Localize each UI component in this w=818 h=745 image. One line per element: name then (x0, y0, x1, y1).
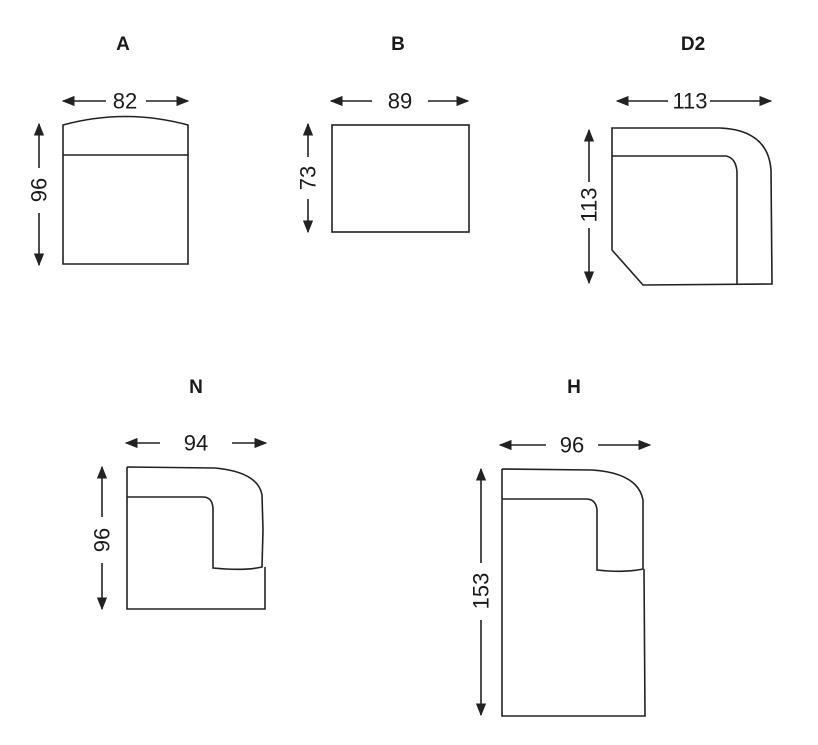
module-n-outline (126, 466, 266, 610)
module-h-title: H (567, 377, 581, 398)
module-b-outline (331, 124, 470, 233)
module-d2: D2 113 113 (577, 34, 773, 286)
module-a-depth: 96 (27, 178, 52, 202)
module-b-title: B (391, 34, 405, 55)
module-h-width: 96 (560, 433, 584, 458)
module-d2-depth: 113 (577, 187, 602, 222)
module-n: N 94 96 (90, 377, 268, 611)
module-a-title: A (116, 34, 130, 55)
module-b-width: 89 (388, 89, 412, 114)
module-a-outline (62, 115, 189, 265)
module-h-depth: 153 (469, 573, 494, 610)
module-n-width: 94 (184, 431, 208, 456)
module-b-depth: 73 (296, 166, 321, 190)
module-n-depth: 96 (90, 528, 115, 552)
module-a: A 82 96 (27, 34, 190, 267)
module-d2-title: D2 (681, 34, 705, 55)
module-h-outline (501, 468, 646, 717)
module-n-title: N (189, 377, 203, 398)
module-b: B 89 73 (296, 34, 470, 234)
module-a-width: 82 (113, 89, 137, 114)
module-d2-width: 113 (672, 89, 707, 114)
module-d2-outline (611, 127, 773, 286)
module-h: H 96 153 (469, 377, 652, 717)
